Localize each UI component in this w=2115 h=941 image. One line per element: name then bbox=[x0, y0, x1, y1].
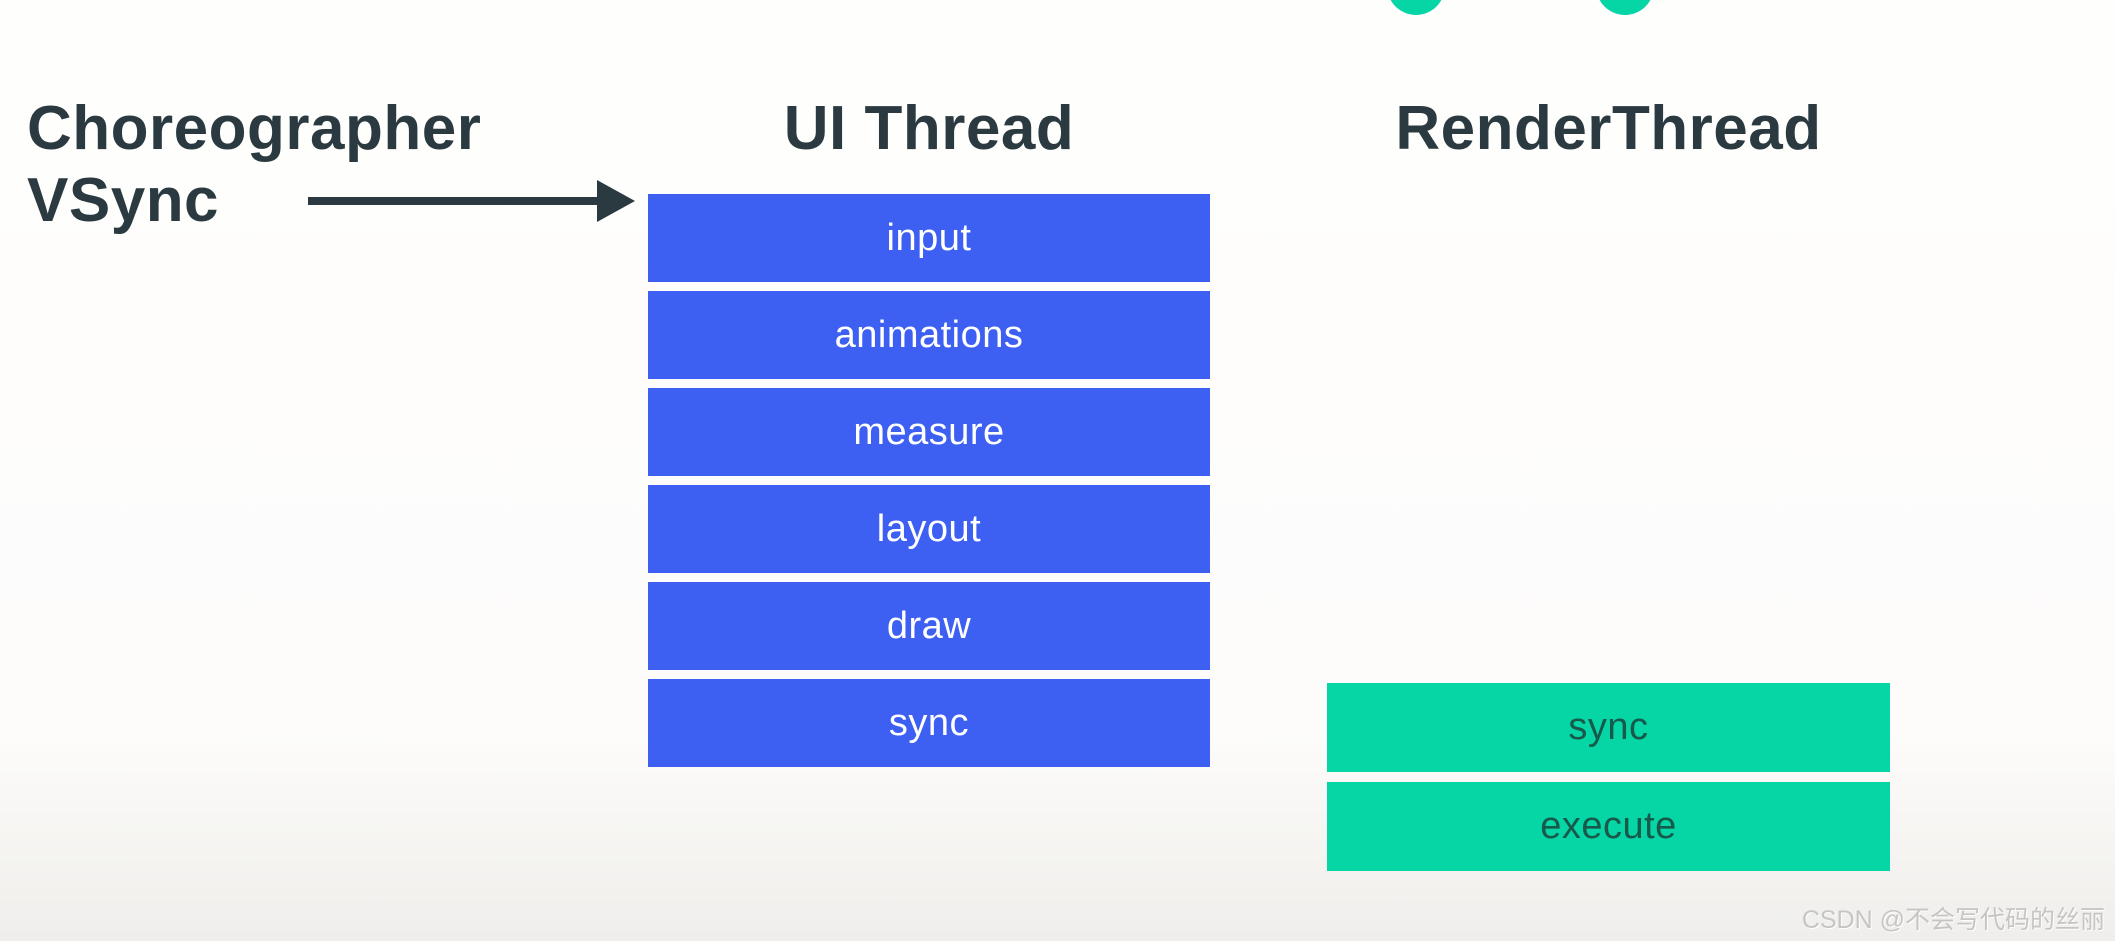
arrow-right-icon bbox=[597, 180, 635, 222]
vsync-label: VSync bbox=[27, 166, 220, 235]
watermark: CSDN @不会写代码的丝丽 bbox=[1801, 906, 2105, 934]
teal-dot-icon bbox=[1596, 0, 1654, 15]
choreographer-vsync-label: Choreographer VSync bbox=[27, 93, 481, 237]
ui-thread-stage-input: input bbox=[648, 194, 1210, 282]
choreographer-label: Choreographer bbox=[27, 94, 482, 163]
stage-label: execute bbox=[1540, 805, 1677, 847]
ui-thread-stage-layout: layout bbox=[648, 485, 1210, 573]
render-thread-stage-sync: sync bbox=[1327, 683, 1890, 772]
stage-label: input bbox=[886, 216, 972, 259]
ui-thread-stage-animations: animations bbox=[648, 291, 1210, 379]
render-thread-title: RenderThread bbox=[1395, 94, 1822, 163]
ui-thread-title: UI Thread bbox=[783, 94, 1075, 163]
vsync-arrow-shaft bbox=[308, 197, 600, 205]
stage-label: layout bbox=[876, 507, 982, 550]
ui-thread-stage-sync: sync bbox=[648, 679, 1210, 767]
stage-label: animations bbox=[834, 313, 1024, 356]
teal-dot-icon bbox=[1387, 0, 1445, 15]
stage-label: draw bbox=[886, 604, 972, 647]
stage-label: sync bbox=[1568, 706, 1649, 748]
stage-label: sync bbox=[888, 701, 970, 744]
stage-label: measure bbox=[853, 410, 1005, 453]
ui-thread-stage-draw: draw bbox=[648, 582, 1210, 670]
render-thread-stage-execute: execute bbox=[1327, 782, 1890, 871]
ui-thread-column: input animations measure layout draw syn… bbox=[648, 194, 1210, 767]
render-thread-column: sync execute bbox=[1327, 683, 1890, 871]
ui-thread-stage-measure: measure bbox=[648, 388, 1210, 476]
